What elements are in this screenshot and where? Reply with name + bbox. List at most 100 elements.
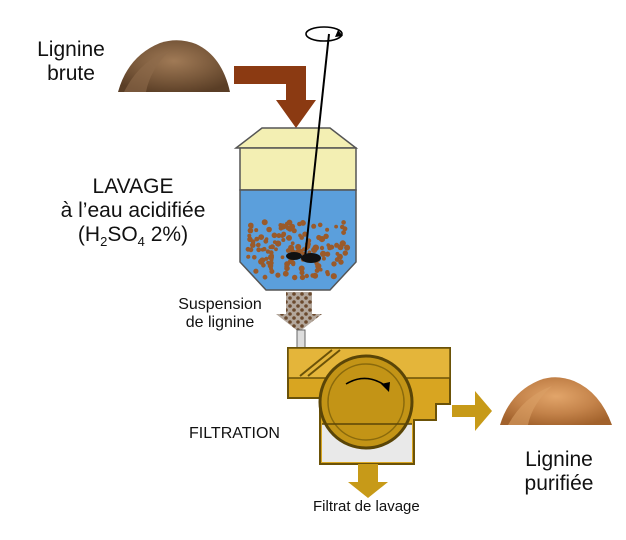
lignin-particle: [311, 223, 317, 229]
lignin-particles: [245, 219, 351, 281]
lignin-particle: [334, 257, 340, 262]
lignin-particle: [247, 227, 254, 234]
lignin-particle: [325, 272, 330, 277]
lignin-particle: [286, 236, 290, 240]
washing-title: LAVAGE: [92, 175, 174, 198]
purified-lignin-pile-icon: [500, 377, 612, 425]
purified-lignin-line-1: Lignine: [525, 448, 593, 471]
lignin-particle: [282, 270, 289, 277]
connecting-pipe: [296, 329, 306, 349]
lignin-particle: [342, 250, 348, 256]
lignin-particle: [300, 220, 306, 226]
lignin-particle: [330, 273, 337, 280]
lignin-particle: [295, 243, 302, 250]
lignin-particle: [315, 263, 322, 270]
lignin-particle: [280, 255, 285, 260]
lignin-particle: [266, 260, 270, 265]
lignin-particle: [331, 261, 337, 267]
lignin-particle: [264, 256, 269, 261]
lignin-particle: [341, 220, 346, 225]
lignin-particle: [341, 230, 346, 236]
lignin-particle: [338, 259, 344, 265]
lignin-particle: [252, 254, 257, 260]
feed-arrow: [234, 66, 316, 128]
raw-lignin-line-2: brute: [47, 62, 95, 86]
lignin-particle: [256, 247, 262, 253]
lignin-particle: [278, 226, 284, 231]
lignin-particle: [246, 254, 251, 259]
lignin-particle: [312, 272, 319, 279]
lignin-particle: [268, 254, 274, 261]
lignin-particle: [337, 244, 344, 251]
lignin-particle: [292, 274, 298, 281]
lignin-particle: [265, 249, 271, 254]
lignin-particle: [304, 273, 309, 279]
lignin-particle: [248, 247, 254, 253]
suspension-arrow: [276, 292, 322, 332]
raw-lignin-line-1: Lignine: [37, 38, 105, 61]
lignin-particle: [254, 228, 259, 233]
lignin-particle: [258, 234, 265, 241]
lignin-particle: [256, 242, 261, 248]
lignin-particle: [281, 238, 286, 242]
lignin-particle: [325, 227, 330, 232]
lignin-particle: [285, 221, 289, 226]
lignin-particle: [314, 268, 320, 273]
lignin-particle: [262, 274, 268, 280]
lignin-particle: [312, 247, 316, 252]
raw-lignin-pile-icon: [118, 40, 230, 92]
lignin-particle: [340, 224, 345, 230]
stirrer-icon: [286, 26, 343, 263]
filtrate-arrow: [348, 464, 388, 498]
lignin-particle: [327, 245, 333, 251]
lignin-particle: [302, 231, 308, 237]
filtrate-label: Filtrat de lavage: [313, 498, 420, 515]
lignin-particle: [319, 267, 323, 272]
raw-lignin-label: Lignine brute: [28, 38, 114, 86]
suspension-line-2: de lignine: [185, 314, 255, 332]
lignin-particle: [291, 228, 297, 234]
lignin-particle: [254, 236, 260, 242]
lignin-particle: [263, 238, 269, 244]
purified-lignin-label: Lignine purifiée: [504, 448, 614, 496]
lignin-particle: [316, 234, 322, 241]
washing-subtitle: à l’eau acidifiée: [60, 199, 206, 223]
lignin-particle: [321, 256, 326, 261]
lignin-particle: [317, 222, 323, 228]
lignin-particle: [320, 250, 327, 257]
lignin-particle: [262, 246, 267, 252]
lignin-particle: [248, 222, 254, 229]
lignin-particle: [266, 226, 272, 233]
lignin-particle: [298, 265, 305, 272]
suspension-label: Suspension de lignine: [164, 296, 276, 333]
lignin-particle: [319, 245, 325, 251]
lignin-particle: [247, 233, 252, 238]
lignin-particle: [261, 219, 268, 226]
filtration-label: FILTRATION: [189, 425, 280, 442]
lignin-particle: [299, 274, 306, 281]
lignin-particle: [253, 268, 259, 274]
lignin-particle: [268, 245, 273, 250]
lignin-particle: [271, 232, 278, 239]
suspension-line-1: Suspension: [178, 296, 262, 313]
lignin-particle: [259, 257, 266, 264]
lignin-particle: [284, 224, 289, 229]
lignin-particle: [334, 224, 338, 229]
lignin-particle: [275, 272, 281, 278]
lignin-particle: [290, 241, 295, 246]
lignin-particle: [280, 233, 285, 238]
lignin-particle: [275, 240, 282, 247]
purified-lignin-line-2: purifiée: [524, 472, 594, 496]
lignin-particle: [247, 236, 253, 242]
washing-tank: [233, 127, 359, 291]
lignin-particle: [289, 223, 296, 230]
lignin-particle: [288, 244, 295, 251]
lignin-particle: [299, 270, 305, 276]
lignin-particle: [323, 233, 329, 239]
lignin-particle: [344, 244, 351, 251]
purified-output-arrow: [452, 391, 492, 431]
lignin-particle: [276, 233, 282, 239]
lignin-particle: [284, 264, 289, 269]
filtration-unit: [287, 347, 451, 465]
